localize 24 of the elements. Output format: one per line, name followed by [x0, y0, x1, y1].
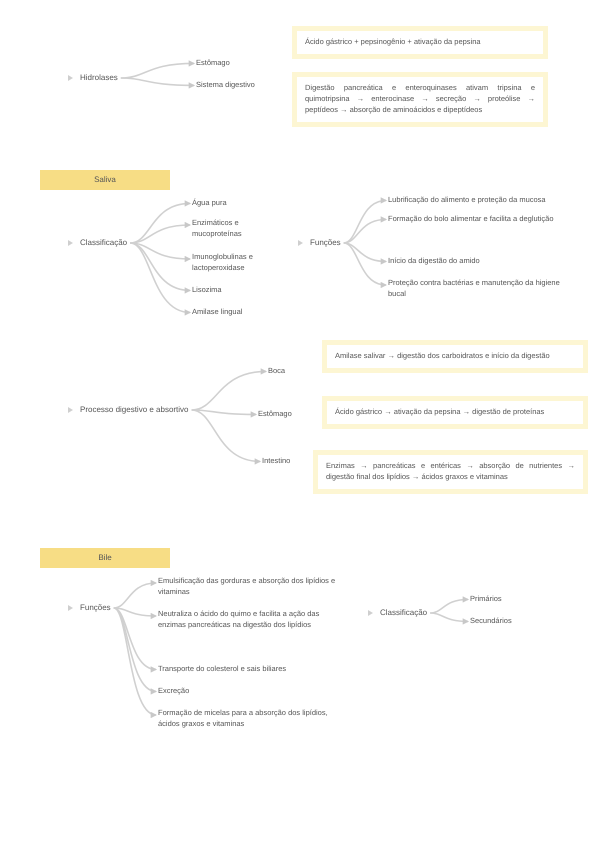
- topic-text: Hidrolases: [80, 72, 118, 84]
- arrow: [430, 596, 470, 614]
- topic-text: Classificação: [380, 607, 428, 619]
- arrow: [191, 409, 262, 464]
- arrow: [114, 580, 158, 609]
- arrow: [114, 607, 158, 620]
- topic-text: Funções: [80, 602, 111, 614]
- arrow: [344, 242, 388, 264]
- topic-text: Processo digestivo e absortivo: [80, 404, 188, 416]
- section-band: Bile: [40, 548, 170, 568]
- arrow: [130, 242, 192, 262]
- arrow: [430, 612, 470, 624]
- arrow: [130, 242, 192, 315]
- arrow: [120, 77, 196, 89]
- arrow: [191, 368, 268, 411]
- arrow: [113, 607, 158, 694]
- topic-text: Funções: [310, 237, 341, 249]
- arrow: [113, 607, 157, 716]
- arrow: [191, 409, 258, 418]
- arrow: [344, 242, 388, 288]
- arrow: [344, 198, 388, 244]
- topic-text: Classificação: [80, 237, 128, 249]
- section-band: Saliva: [40, 170, 170, 190]
- arrow: [344, 216, 388, 244]
